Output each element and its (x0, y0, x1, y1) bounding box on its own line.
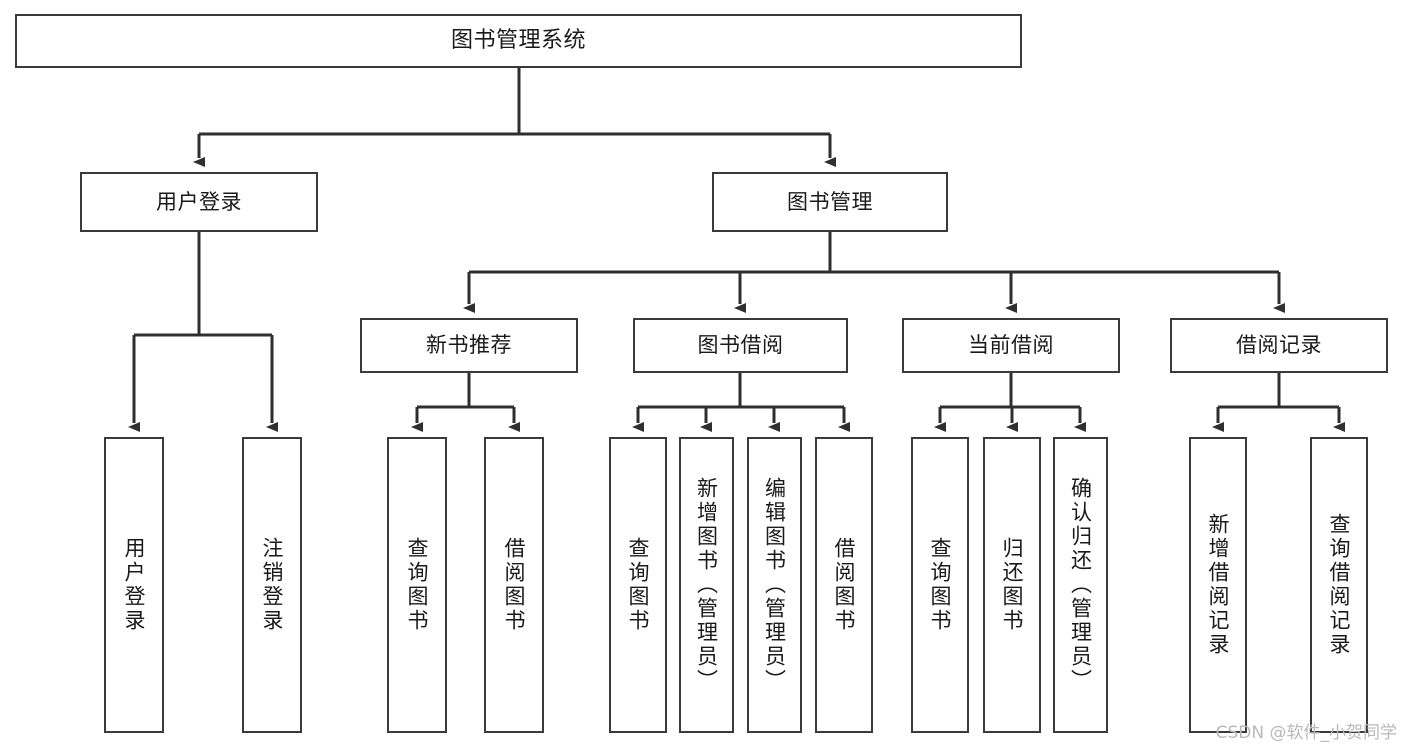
leaf-node[interactable]: 查询图书 (387, 437, 447, 733)
node-current-borrow[interactable]: 当前借阅 (902, 318, 1120, 373)
node-borrow-record-label: 借阅记录 (1236, 333, 1322, 358)
leaf-node-label: 借阅图书 (502, 537, 527, 633)
watermark: CSDN @软件_小贺同学 (1215, 723, 1397, 743)
node-new-book-recommend-label: 新书推荐 (426, 333, 512, 358)
node-book-management-label: 图书管理 (787, 189, 873, 214)
leaf-node-label: 归还图书 (1000, 537, 1025, 633)
node-book-borrow[interactable]: 图书借阅 (633, 318, 848, 373)
leaf-node-label: 借阅图书 (832, 537, 857, 633)
node-current-borrow-label: 当前借阅 (968, 333, 1054, 358)
node-user-login-label: 用户登录 (156, 189, 242, 214)
leaf-node-label: 查询借阅记录 (1327, 513, 1352, 657)
node-root[interactable]: 图书管理系统 (15, 14, 1022, 68)
leaf-node-label: 查询图书 (928, 537, 953, 633)
node-book-borrow-label: 图书借阅 (697, 333, 784, 358)
leaf-node[interactable]: 新增借阅记录 (1189, 437, 1247, 733)
leaf-node-label: 注销登录 (260, 537, 285, 633)
leaf-node-label: 新增借阅记录 (1206, 513, 1231, 657)
leaf-node[interactable]: 确认归还（管理员） (1053, 437, 1108, 733)
leaf-node[interactable]: 编辑图书（管理员） (747, 437, 802, 733)
leaf-node-label: 查询图书 (405, 537, 430, 633)
leaf-node[interactable]: 注销登录 (242, 437, 302, 733)
leaf-node[interactable]: 借阅图书 (815, 437, 873, 733)
leaf-node-label: 用户登录 (122, 537, 147, 633)
leaf-node[interactable]: 查询图书 (609, 437, 667, 733)
node-new-book-recommend[interactable]: 新书推荐 (360, 318, 578, 373)
node-book-management[interactable]: 图书管理 (712, 172, 948, 232)
leaf-node[interactable]: 新增图书（管理员） (679, 437, 734, 733)
node-borrow-record[interactable]: 借阅记录 (1170, 318, 1388, 373)
leaf-node-label: 编辑图书（管理员） (762, 477, 787, 693)
leaf-node-label: 新增图书（管理员） (694, 477, 719, 693)
leaf-node[interactable]: 查询图书 (911, 437, 969, 733)
leaf-node[interactable]: 查询借阅记录 (1310, 437, 1368, 733)
leaf-node-label: 查询图书 (626, 537, 651, 633)
leaf-node[interactable]: 借阅图书 (484, 437, 544, 733)
leaf-node[interactable]: 归还图书 (983, 437, 1041, 733)
node-user-login[interactable]: 用户登录 (80, 172, 318, 232)
leaf-node-label: 确认归还（管理员） (1068, 477, 1093, 693)
leaf-node[interactable]: 用户登录 (104, 437, 164, 733)
node-root-label: 图书管理系统 (450, 28, 586, 54)
